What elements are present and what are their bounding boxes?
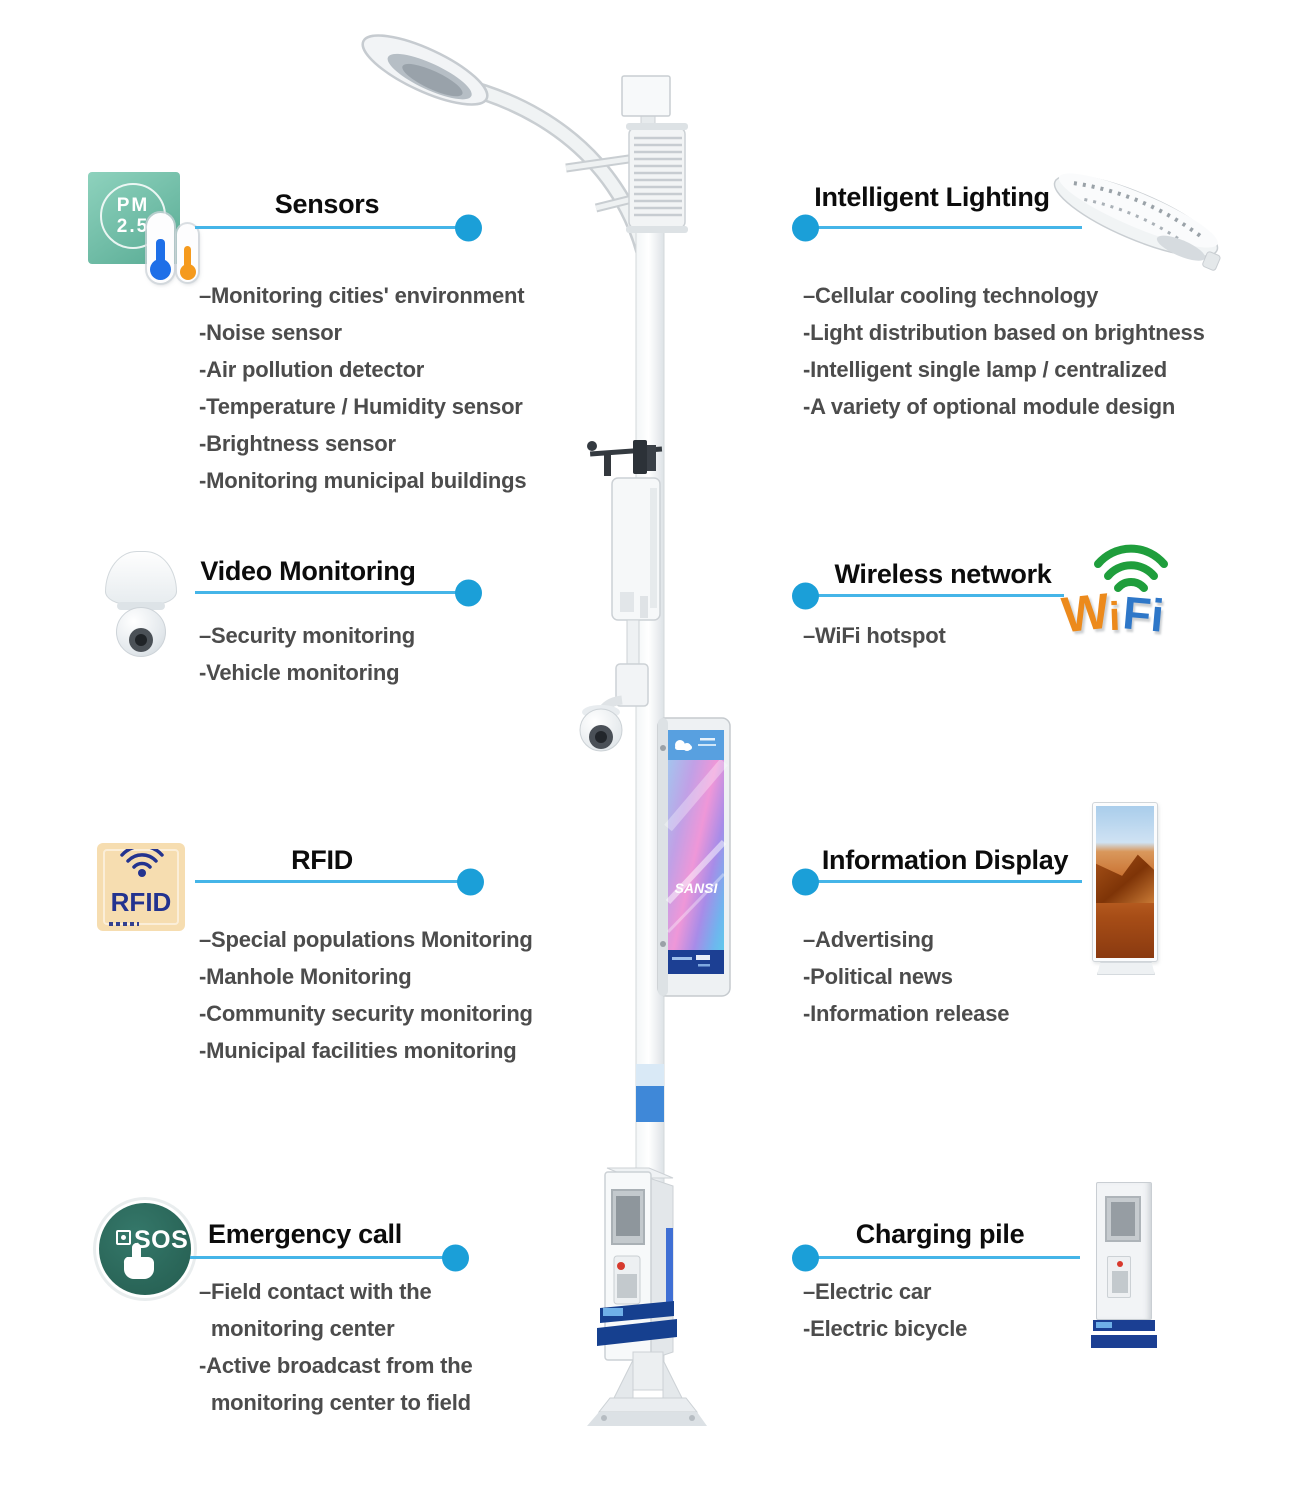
pm25-text-top: PM xyxy=(116,195,150,216)
thermometer-orange-icon xyxy=(177,224,198,282)
emergency-call-item-list: –Field contact with the monitoring cente… xyxy=(199,1273,473,1421)
feature-item: -Monitoring municipal buildings xyxy=(199,468,527,493)
rfid-item-list: –Special populations Monitoring -Manhole … xyxy=(199,921,533,1069)
feature-item: –WiFi hotspot xyxy=(803,623,946,648)
street-lamp-head-icon xyxy=(361,34,489,106)
sos-button-icon: SOS xyxy=(99,1203,191,1295)
feature-item: –Advertising xyxy=(803,927,934,952)
wireless-network-title: Wireless network xyxy=(834,559,1052,589)
information-display-connector-line xyxy=(792,868,1082,895)
feature-item: -Municipal facilities monitoring xyxy=(199,1038,517,1063)
feature-item: -Intelligent single lamp / centralized xyxy=(803,357,1168,382)
wireless-network-item-list: –WiFi hotspot xyxy=(803,617,946,654)
feature-item: –Electric car xyxy=(803,1279,932,1304)
sos-label: SOS xyxy=(134,1226,189,1254)
video-monitoring-connector-line xyxy=(195,579,482,606)
led-display-panel: SANSI xyxy=(657,717,731,997)
sos-press-button xyxy=(116,1230,131,1245)
feature-item: -Air pollution detector xyxy=(199,357,425,382)
emergency-call-title: Emergency call xyxy=(208,1219,402,1249)
intelligent-lighting-connector-line xyxy=(792,214,1082,241)
rfid-label: RFID xyxy=(110,887,172,917)
equipment-cabinet xyxy=(611,477,661,621)
environment-monitor-unit xyxy=(626,123,688,233)
feature-item: -Information release xyxy=(803,1001,1010,1026)
feature-item: -Community security monitoring xyxy=(199,1001,533,1026)
connector-dot xyxy=(442,1244,469,1271)
rfid-signal-icon xyxy=(120,849,164,877)
dome-camera-icon xyxy=(103,551,179,661)
connector-dot xyxy=(792,582,819,609)
pressing-hand-icon xyxy=(123,1243,154,1279)
feature-item: –Field contact with the xyxy=(199,1279,432,1304)
feature-item: -Temperature / Humidity sensor xyxy=(199,394,523,419)
charging-pile-title: Charging pile xyxy=(855,1219,1025,1249)
display-brand-text: SANSI xyxy=(675,880,719,896)
charging-pile-icon xyxy=(1091,1182,1157,1350)
lamp-arm xyxy=(453,77,661,309)
feature-item: monitoring center xyxy=(199,1316,395,1341)
charging-pile-item-list: –Electric car -Electric bicycle xyxy=(803,1273,967,1347)
led-lamp-module-icon xyxy=(1053,173,1221,271)
connector-dot xyxy=(792,1244,819,1271)
emergency-call-connector-line xyxy=(190,1244,469,1271)
ptz-camera-icon xyxy=(579,619,649,752)
rfid-small-print xyxy=(109,922,139,926)
rfid-tag-icon: RFID xyxy=(97,843,185,931)
pole-blue-band xyxy=(636,1064,664,1122)
sensors-connector-line xyxy=(195,214,482,241)
pole-base xyxy=(587,1351,707,1426)
wifi-icon: WiFi xyxy=(1059,538,1210,653)
connector-dot xyxy=(455,579,482,606)
feature-item: -Political news xyxy=(803,964,953,989)
feature-item: -Active broadcast from the xyxy=(199,1353,473,1378)
feature-item: -Noise sensor xyxy=(199,320,342,345)
feature-item: -Manhole Monitoring xyxy=(199,964,412,989)
pole-top-box xyxy=(621,75,671,117)
connector-dot xyxy=(792,868,819,895)
feature-item: –Monitoring cities' environment xyxy=(199,283,525,308)
pm25-text-bottom: 2.5 xyxy=(116,216,150,237)
feature-item: -Electric bicycle xyxy=(803,1316,968,1341)
sensors-item-list: –Monitoring cities' environment -Noise se… xyxy=(199,277,527,499)
thermometer-blue-icon xyxy=(147,213,174,283)
connector-dot xyxy=(455,214,482,241)
video-monitoring-item-list: –Security monitoring -Vehicle monitoring xyxy=(199,617,415,691)
weather-sensor-icon xyxy=(587,440,663,476)
base-charging-cabinet xyxy=(597,1167,677,1361)
intelligent-lighting-item-list: –Cellular cooling technology -Light distr… xyxy=(803,277,1205,425)
feature-item: -Brightness sensor xyxy=(199,431,396,456)
charging-pile-connector-line xyxy=(792,1244,1080,1271)
video-monitoring-title: Video Monitoring xyxy=(200,556,416,586)
information-display-item-list: –Advertising -Political news -Information … xyxy=(803,921,1009,1032)
feature-item: monitoring center to field xyxy=(199,1390,471,1415)
feature-item: -Vehicle monitoring xyxy=(199,660,400,685)
feature-item: –Special populations Monitoring xyxy=(199,927,533,952)
wifi-signal-arcs-icon xyxy=(1094,544,1168,592)
connector-dot xyxy=(457,868,484,895)
wifi-wordmark: WiFi xyxy=(1059,582,1167,644)
wireless-network-connector-line xyxy=(792,582,1064,609)
information-display-title: Information Display xyxy=(821,845,1069,875)
connector-dot xyxy=(792,214,819,241)
intelligent-lighting-title: Intelligent Lighting xyxy=(814,182,1050,212)
rfid-connector-line xyxy=(195,868,484,895)
feature-item: -Light distribution based on brightness xyxy=(803,320,1205,345)
display-panel-icon xyxy=(1092,802,1158,975)
feature-item: –Cellular cooling technology xyxy=(803,283,1099,308)
rfid-title: RFID xyxy=(291,845,353,875)
feature-item: –Security monitoring xyxy=(199,623,416,648)
display-weather-cloud-icon xyxy=(675,740,692,751)
sensors-title: Sensors xyxy=(274,189,380,219)
feature-item: -A variety of optional module design xyxy=(803,394,1176,419)
